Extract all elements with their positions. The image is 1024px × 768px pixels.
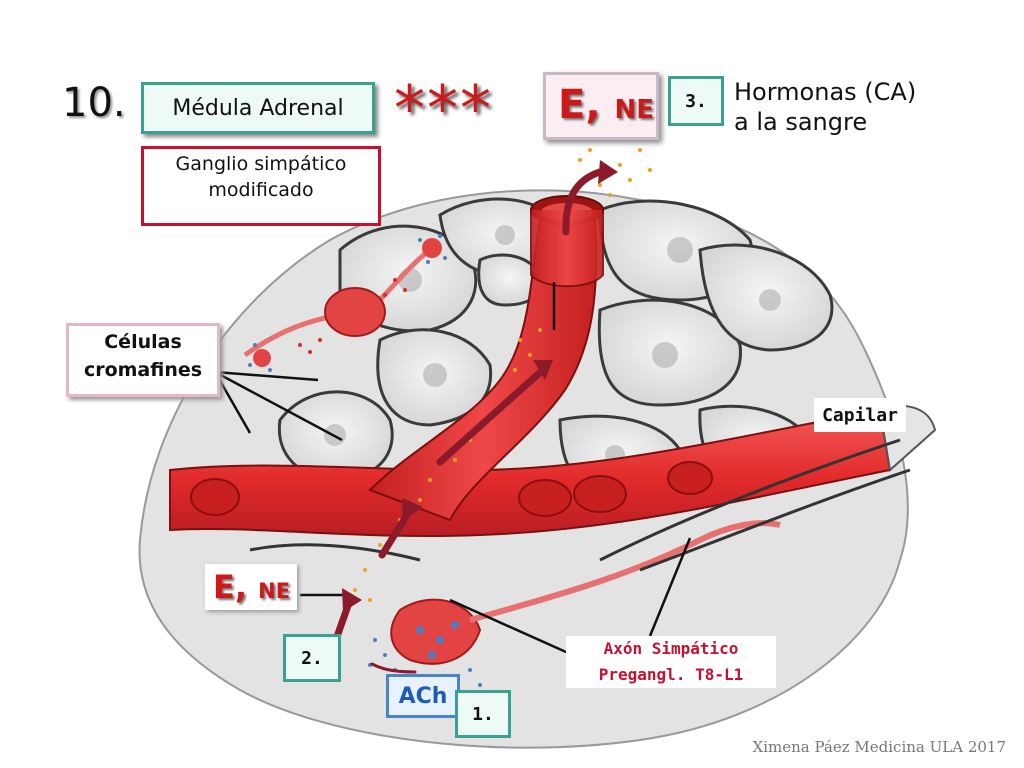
emphasis-stars: ***: [394, 72, 493, 145]
axon-line2: Pregangl. T8-L1: [598, 665, 744, 684]
hormonas-line2: a la sangre: [734, 108, 868, 136]
step-3-text: 3.: [685, 90, 707, 112]
celulas-line2: cromafines: [83, 359, 203, 381]
e-ne-top-box: E, NE: [543, 72, 659, 140]
pointer-lines: [213, 282, 692, 654]
medula-adrenal-label: Médula Adrenal: [141, 82, 375, 134]
upper-neuron: [243, 238, 442, 367]
upper-neuron-red-dots: [298, 278, 407, 354]
step-2-box: 2.: [283, 634, 341, 682]
e-ne-lower-box: E, NE: [205, 564, 297, 610]
credit-footer: Ximena Páez Medicina ULA 2017: [752, 738, 1006, 756]
capilar-label: Capilar: [814, 398, 906, 432]
e-letter-top: E,: [558, 82, 601, 128]
celulas-cromafines-label: Células cromafines: [66, 323, 220, 397]
capilar-text: Capilar: [822, 404, 898, 426]
e-letter-lower: E,: [213, 568, 248, 606]
nerve-terminal: [390, 520, 781, 665]
ne-letter-lower: NE: [258, 579, 291, 603]
e-ne-lower-text: E, NE: [213, 566, 290, 612]
step-2-text: 2.: [301, 647, 323, 669]
ganglio-line1: Ganglio simpático: [175, 153, 347, 175]
hormonas-line1: Hormonas (CA): [734, 78, 917, 106]
ach-text: ACh: [398, 683, 448, 709]
vertical-vessel: [368, 195, 604, 522]
axon-line1: Axón Simpático: [603, 639, 739, 658]
nerve-fibers: [249, 438, 911, 572]
hormonas-label: Hormonas (CA) a la sangre: [734, 77, 916, 137]
ganglio-label: Ganglio simpático modificado: [141, 146, 381, 226]
medula-adrenal-text: Médula Adrenal: [172, 95, 344, 121]
upper-neuron-granules: [248, 234, 447, 372]
ne-letter-top: NE: [614, 95, 654, 125]
ach-label: ACh: [386, 674, 460, 718]
e-ne-top-text: E, NE: [558, 79, 654, 136]
step-1-text: 1.: [472, 703, 494, 725]
flow-arrows: [329, 160, 618, 674]
step-3-box: 3.: [668, 76, 724, 126]
slide-number: 10.: [62, 80, 126, 126]
ganglio-line2: modificado: [208, 179, 314, 201]
step-1-box: 1.: [455, 690, 511, 738]
celulas-line1: Células: [104, 331, 182, 353]
axon-label: Axón Simpático Pregangl. T8-L1: [566, 636, 776, 688]
